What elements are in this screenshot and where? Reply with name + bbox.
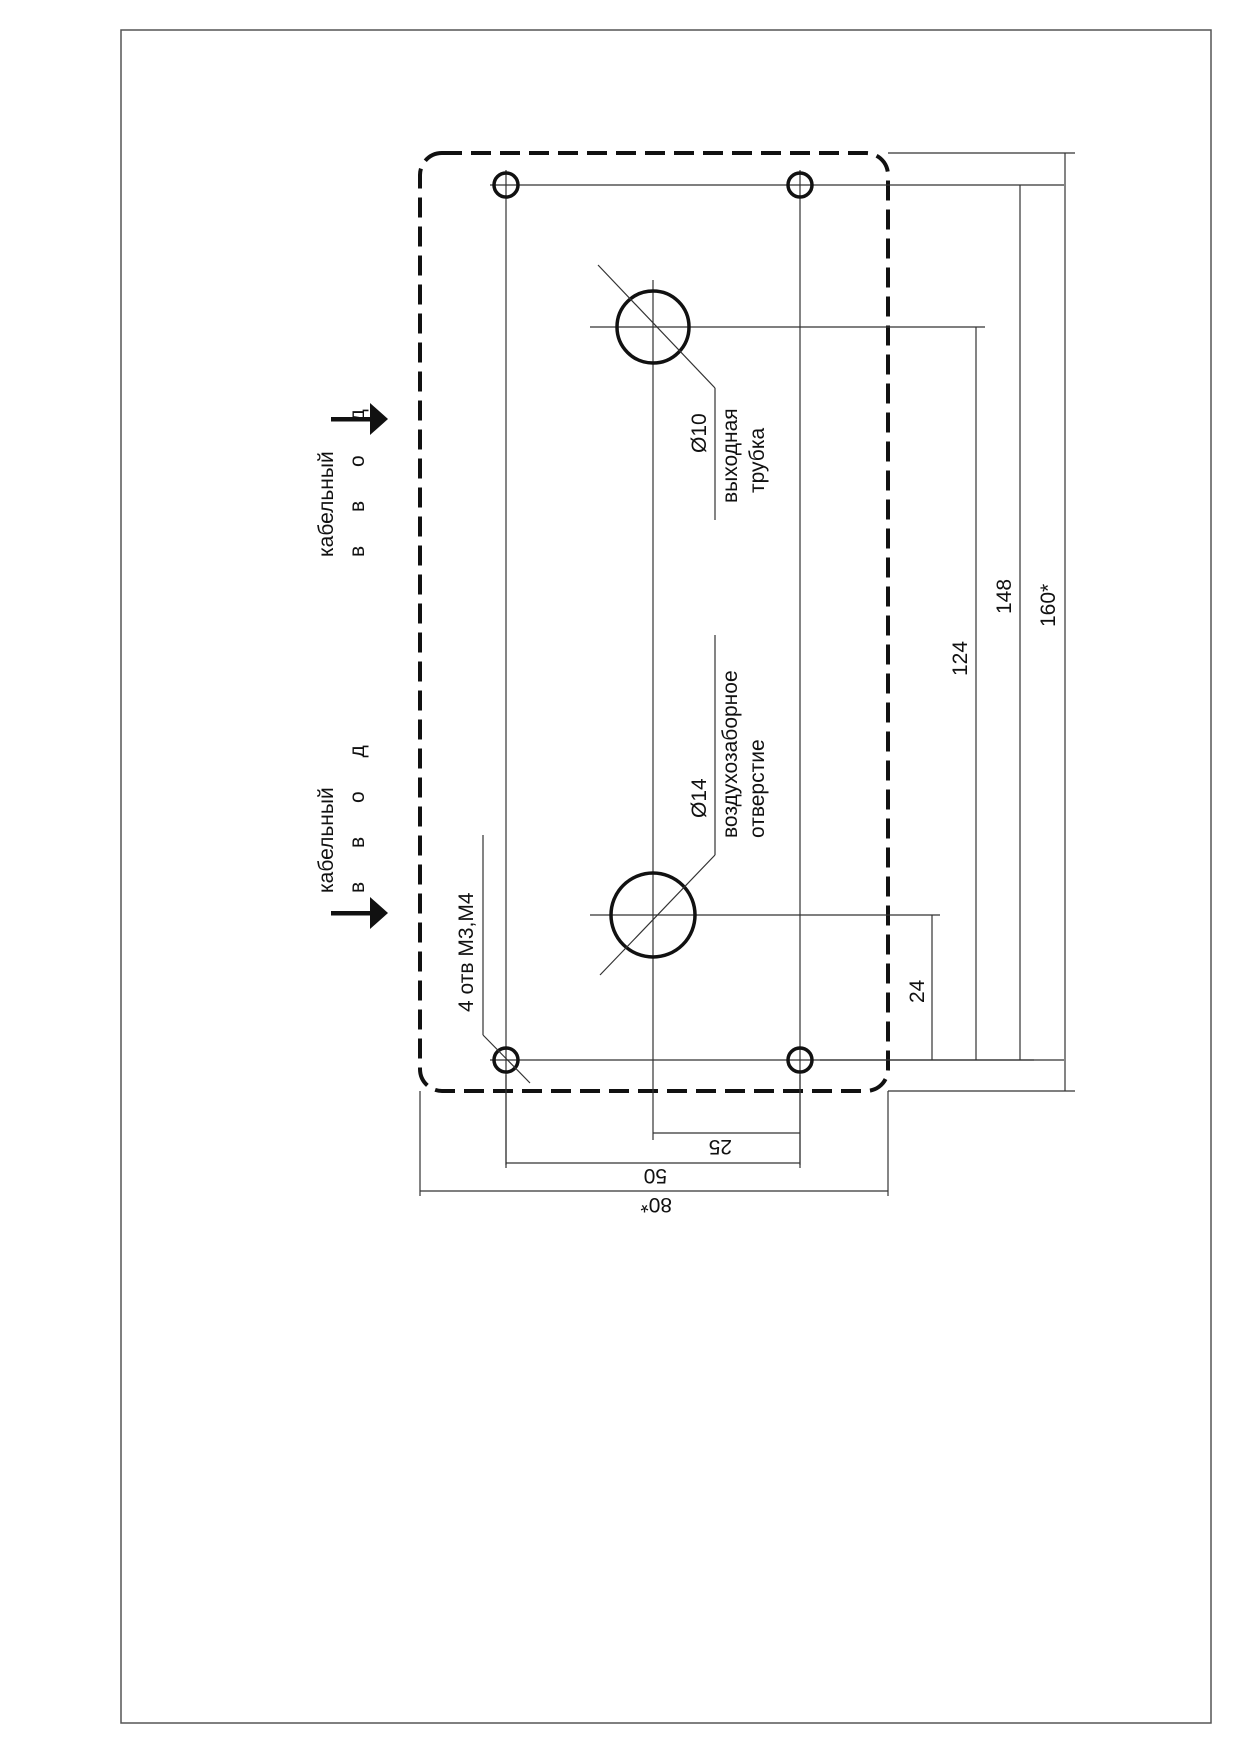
holes-leader: [482, 1034, 531, 1084]
outlet-label-line1: выходная: [719, 408, 742, 503]
mount-hole-bottom-right: [786, 1046, 814, 1074]
cable-entry-label-left-2: в в о д: [346, 731, 369, 893]
cable-entry-label-right-2: в в о д: [346, 395, 369, 557]
dim-160-value: 160*: [1037, 584, 1060, 627]
cable-entry-arrow-left: [331, 897, 388, 929]
cable-entry-arrow-right: [331, 403, 388, 435]
cable-entry-label-left-1: кабельный: [315, 787, 338, 893]
page-frame: [120, 29, 1212, 1724]
outlet-label-line2: трубка: [746, 428, 769, 493]
intake-port: [609, 871, 697, 959]
dim-148-value: 148: [993, 579, 1016, 614]
mount-holes-label: 4 отв М3,М4: [455, 892, 478, 1012]
intake-leader: [599, 854, 716, 976]
intake-diameter-label: Ø14: [688, 778, 711, 818]
dim-24-value: 24: [906, 979, 929, 1003]
cable-entry-label-right-1: кабельный: [315, 451, 338, 557]
outlet-diameter-label: Ø10: [688, 413, 711, 453]
dim-50-value: 50: [644, 1164, 667, 1187]
dim-80-value: 80*: [640, 1193, 672, 1216]
mount-hole-top-left: [492, 171, 520, 199]
mount-hole-top-right: [786, 171, 814, 199]
outlet-port: [615, 289, 691, 365]
outlet-leader: [597, 264, 716, 389]
housing-outline: [418, 151, 890, 1093]
dim-124-value: 124: [949, 641, 972, 676]
intake-label-line1: воздухозаборное: [719, 670, 742, 838]
mount-hole-bottom-left: [492, 1046, 520, 1074]
intake-label-line2: отверстие: [746, 739, 769, 838]
dim-25-value: 25: [709, 1135, 732, 1158]
